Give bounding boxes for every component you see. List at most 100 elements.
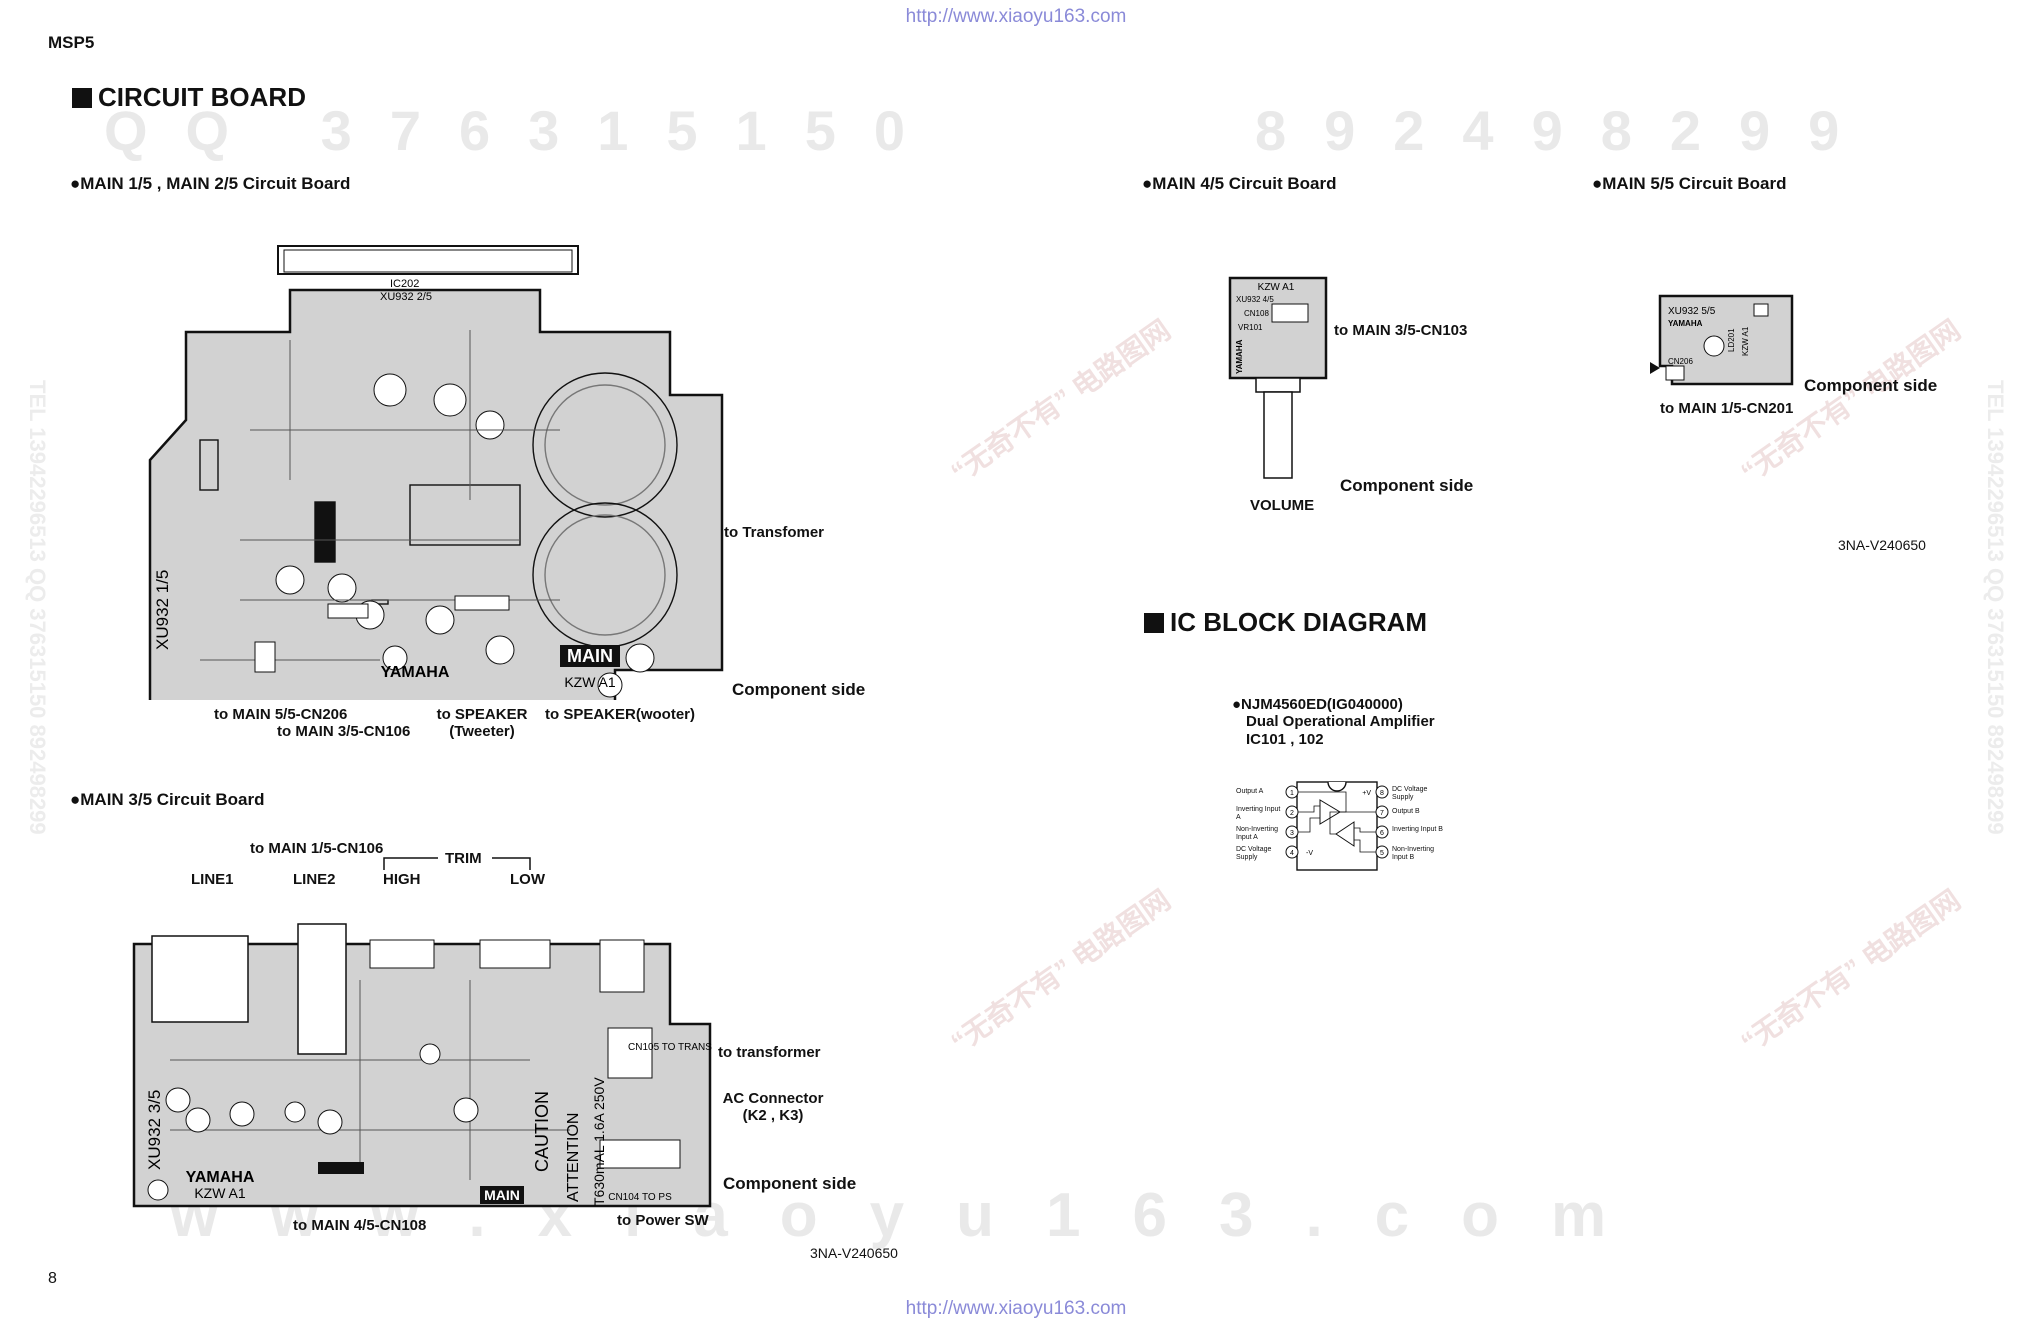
ic-pin-label-4: DC Voltage Supply	[1236, 846, 1272, 861]
main35-to-transformer: to transformer	[718, 1044, 821, 1061]
main55-brand: YAMAHA	[1668, 319, 1703, 328]
main35-board: MAIN YAMAHA KZW A1 XU932 3/5 CAUTION ATT…	[132, 923, 712, 1208]
main45-vr: VR101	[1238, 323, 1263, 332]
ic-vminus: -V	[1306, 850, 1313, 857]
source-url-bottom[interactable]: http://www.xiaoyu163.com	[905, 1298, 1127, 1319]
main45-brand: YAMAHA	[1235, 339, 1244, 374]
main55-ld: LD201	[1727, 328, 1736, 352]
main35-line2: LINE2	[293, 871, 336, 888]
main35-ac-k: (K2 , K3)	[742, 1107, 804, 1125]
watermark-qq: QQ 376315150	[104, 99, 943, 162]
code-right: 3NA-V240650	[1838, 537, 1926, 553]
watermark-tel-right: TEL 13942296513 QQ 376315150 892498299	[1983, 380, 2008, 835]
ic-pin-label-1: Output A	[1236, 788, 1264, 795]
main55-to-main15: to MAIN 1/5-CN201	[1660, 400, 1794, 417]
watermark-site-cn-4: “无奇不有” 电路图网	[1735, 884, 1967, 1059]
main45-board: KZW A1 XU932 4/5 CN108 VR101 YAMAHA	[1228, 276, 1328, 479]
main12-brand: YAMAHA	[381, 664, 450, 681]
ic-pin-label-5: Non-Inverting Input B	[1392, 846, 1435, 861]
main12-to-main35: to MAIN 3/5-CN106	[277, 723, 411, 740]
ic-desc: Dual Operational Amplifier	[1246, 713, 1435, 731]
main35-trim-bracket	[383, 857, 531, 870]
main12-speaker-tweeter: to SPEAKER (Tweeter)	[432, 706, 532, 741]
main35-high: HIGH	[383, 871, 421, 888]
watermark-number: 892498299	[1255, 99, 1878, 162]
ic-info: ●NJM4560ED(IG040000) Dual Operational Am…	[1232, 696, 1435, 748]
section-square-icon	[72, 87, 92, 108]
watermark-tel-left: TEL 13942296513 QQ 376315150 892498299	[25, 380, 50, 835]
main12-component-side: Component side	[732, 680, 866, 699]
main55-kzw: KZW A1	[1741, 326, 1750, 356]
main45-to-main35: to MAIN 3/5-CN103	[1334, 322, 1468, 339]
main35-main-mark: MAIN	[484, 1187, 520, 1203]
watermark-site-cn: “无奇不有” 电路图网	[945, 314, 1177, 489]
main35-kzw: KZW A1	[194, 1185, 246, 1201]
main45-title: ●MAIN 4/5 Circuit Board	[1142, 174, 1337, 193]
ic-pin-7: 7	[1380, 810, 1384, 817]
main35-ac-connector-block: AC Connector (K2 , K3)	[718, 1090, 828, 1125]
main35-trim: TRIM	[445, 850, 482, 867]
ic-pin-label-3: Non-Inverting Input A	[1236, 826, 1279, 841]
ic-ref: IC101 , 102	[1246, 730, 1324, 748]
main35-ac-connector: AC Connector	[722, 1090, 824, 1107]
page-number: 8	[48, 1270, 57, 1287]
main35-low: LOW	[510, 871, 545, 888]
main45-pcb-label: KZW A1	[1258, 282, 1295, 293]
main35-pcb-name: XU932 3/5	[145, 1090, 164, 1170]
section-ic-block: IC BLOCK DIAGRAM	[1144, 607, 1427, 638]
main35-line1: LINE1	[191, 871, 234, 888]
ic-pin-label-8: DC Voltage Supply	[1392, 786, 1428, 801]
main35-to-main45: to MAIN 4/5-CN108	[293, 1217, 427, 1234]
model-name: MSP5	[48, 33, 95, 52]
main35-brand: YAMAHA	[186, 1169, 255, 1186]
main12-pcb-name: XU932 1/5	[153, 570, 172, 650]
main12-to-transformer: to Transfomer	[724, 524, 825, 541]
ic-vplus: +V	[1362, 790, 1371, 797]
main45-cn: CN108	[1244, 309, 1269, 318]
main12-main-mark: MAIN	[567, 646, 613, 666]
main12-title: ●MAIN 1/5 , MAIN 2/5 Circuit Board	[70, 174, 351, 193]
section-square-icon	[1144, 612, 1164, 633]
main12-tweeter: (Tweeter)	[449, 723, 515, 741]
main12-ic: IC202	[390, 278, 419, 290]
main35-caution: CAUTION	[532, 1091, 552, 1172]
source-url-top[interactable]: http://www.xiaoyu163.com	[905, 6, 1127, 27]
section-ic-title: IC BLOCK DIAGRAM	[1170, 607, 1428, 637]
ic-pin-label-6: Inverting Input B	[1392, 826, 1443, 833]
main12-pcb-sub: XU932 2/5	[380, 291, 432, 303]
ic-pin-6: 6	[1380, 830, 1384, 837]
main35-attention: ATTENTION	[565, 1113, 582, 1202]
main35-to-power: to Power SW	[617, 1212, 709, 1229]
ic-part: ●NJM4560ED(IG040000)	[1232, 696, 1403, 713]
main35-cn104: CN104 TO PS	[608, 1192, 672, 1203]
main55-board: XU932 5/5 YAMAHA CN206 LD201 KZW A1	[1650, 294, 1794, 386]
ic-pin-label-7: Output B	[1392, 808, 1420, 815]
main12-kzw: KZW A1	[564, 674, 616, 690]
ic-pin-4: 4	[1290, 850, 1294, 857]
code-bottom: 3NA-V240650	[810, 1245, 898, 1261]
section-circuit-title: CIRCUIT BOARD	[98, 82, 306, 112]
main55-component-side: Component side	[1804, 376, 1938, 395]
main12-to-speaker: to SPEAKER	[436, 706, 528, 723]
ic-pin-label-2: Inverting Input A	[1236, 806, 1281, 821]
main12-to-main55: to MAIN 5/5-CN206	[214, 706, 348, 723]
main45-pcb-sub: XU932 4/5	[1236, 295, 1274, 304]
main55-title: ●MAIN 5/5 Circuit Board	[1592, 174, 1787, 193]
main12-to-speaker-woofer: to SPEAKER(wooter)	[545, 706, 695, 723]
section-circuit-board: CIRCUIT BOARD	[72, 82, 306, 113]
main12-board: MAIN KZW A1 YAMAHA XU932 1/5 IC202 XU932…	[148, 245, 724, 700]
main55-pcb-label: XU932 5/5	[1668, 306, 1716, 317]
ic-diagram: +V -V 1 2 3 4 8 7 6 5	[1285, 781, 1389, 871]
main35-to-main15: to MAIN 1/5-CN106	[250, 840, 384, 857]
ic-pin-5: 5	[1380, 850, 1384, 857]
watermark-site-cn-3: “无奇不有” 电路图网	[945, 884, 1177, 1059]
main45-volume: VOLUME	[1250, 497, 1315, 514]
main35-cn105: CN105 TO TRANS	[628, 1042, 712, 1053]
ic-pin-2: 2	[1290, 810, 1294, 817]
main55-cn: CN206	[1668, 357, 1693, 366]
main35-title: ●MAIN 3/5 Circuit Board	[70, 790, 265, 809]
main45-component-side: Component side	[1340, 476, 1474, 495]
ic-pin-3: 3	[1290, 830, 1294, 837]
ic-pin-1: 1	[1290, 790, 1294, 797]
main35-component-side: Component side	[723, 1174, 857, 1193]
